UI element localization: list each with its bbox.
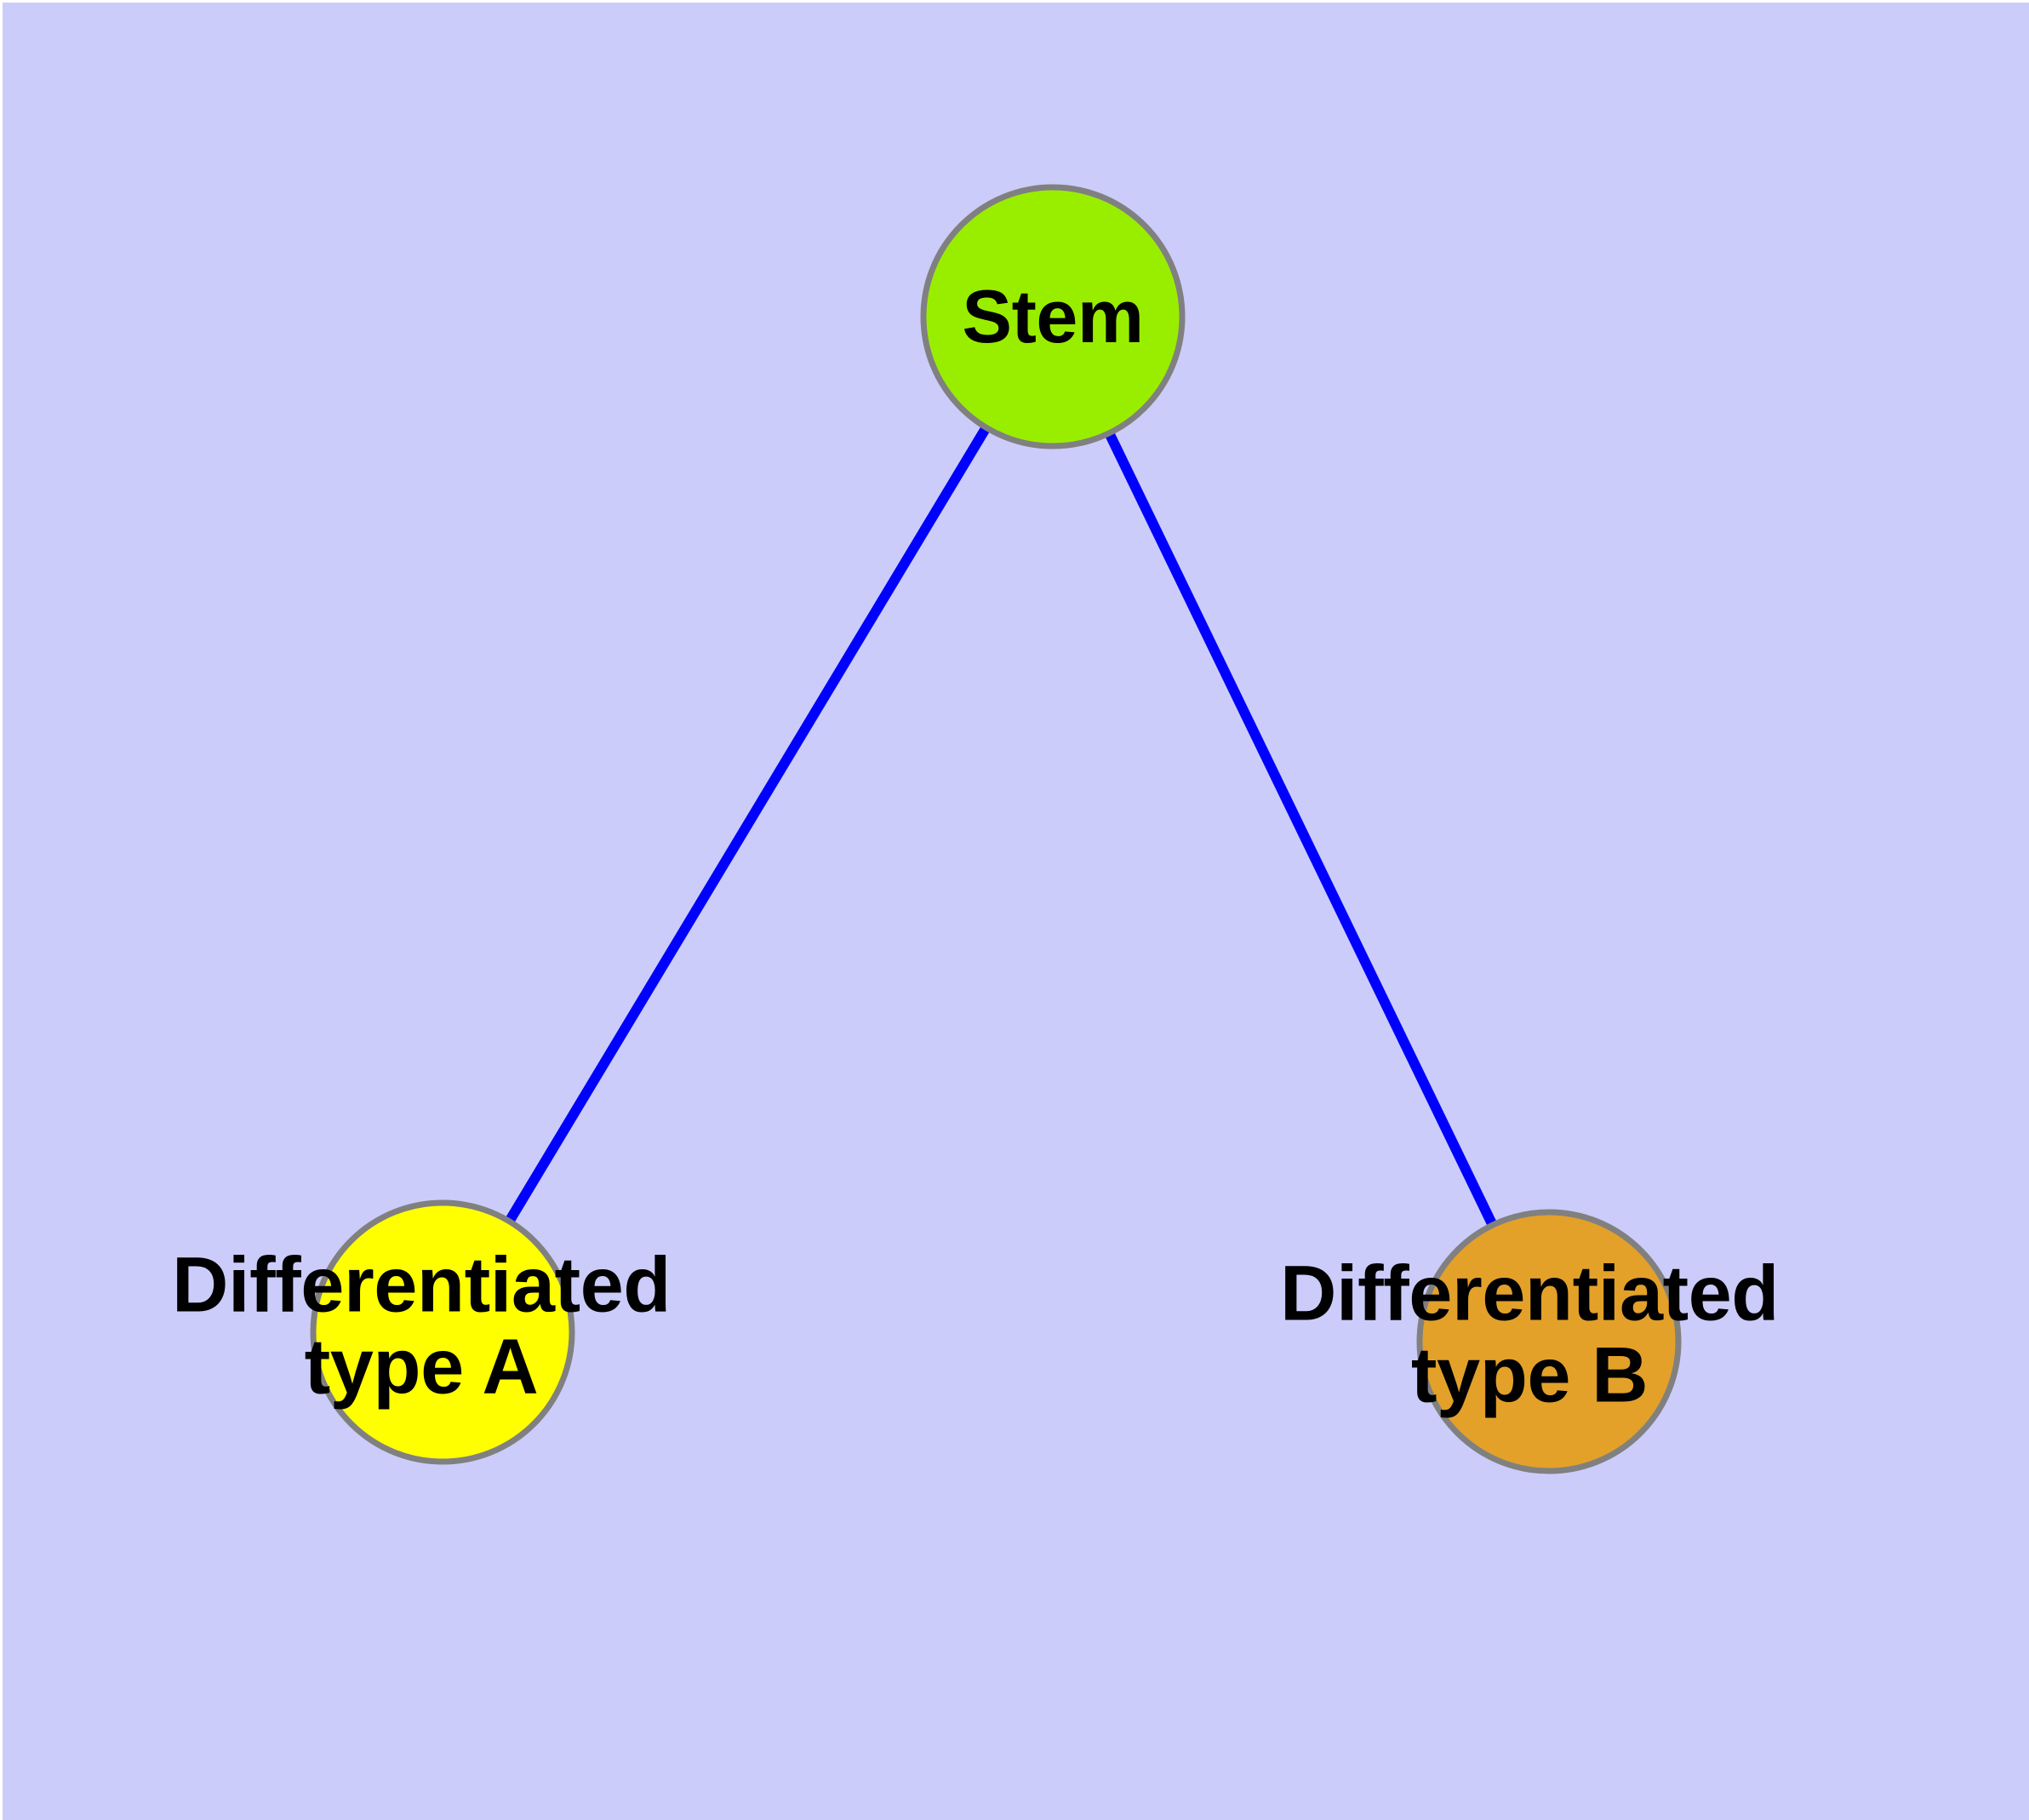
edge-stem-to-diff-b [1048, 314, 1554, 1344]
edge-stem-to-diff-a [437, 313, 1058, 1336]
node-layer [310, 184, 1682, 1474]
edge-layer [437, 313, 1554, 1344]
node-circle-stem[interactable] [920, 184, 1186, 449]
node-circle-diff-a[interactable] [310, 1199, 575, 1465]
node-circle-diff-b[interactable] [1416, 1209, 1682, 1474]
